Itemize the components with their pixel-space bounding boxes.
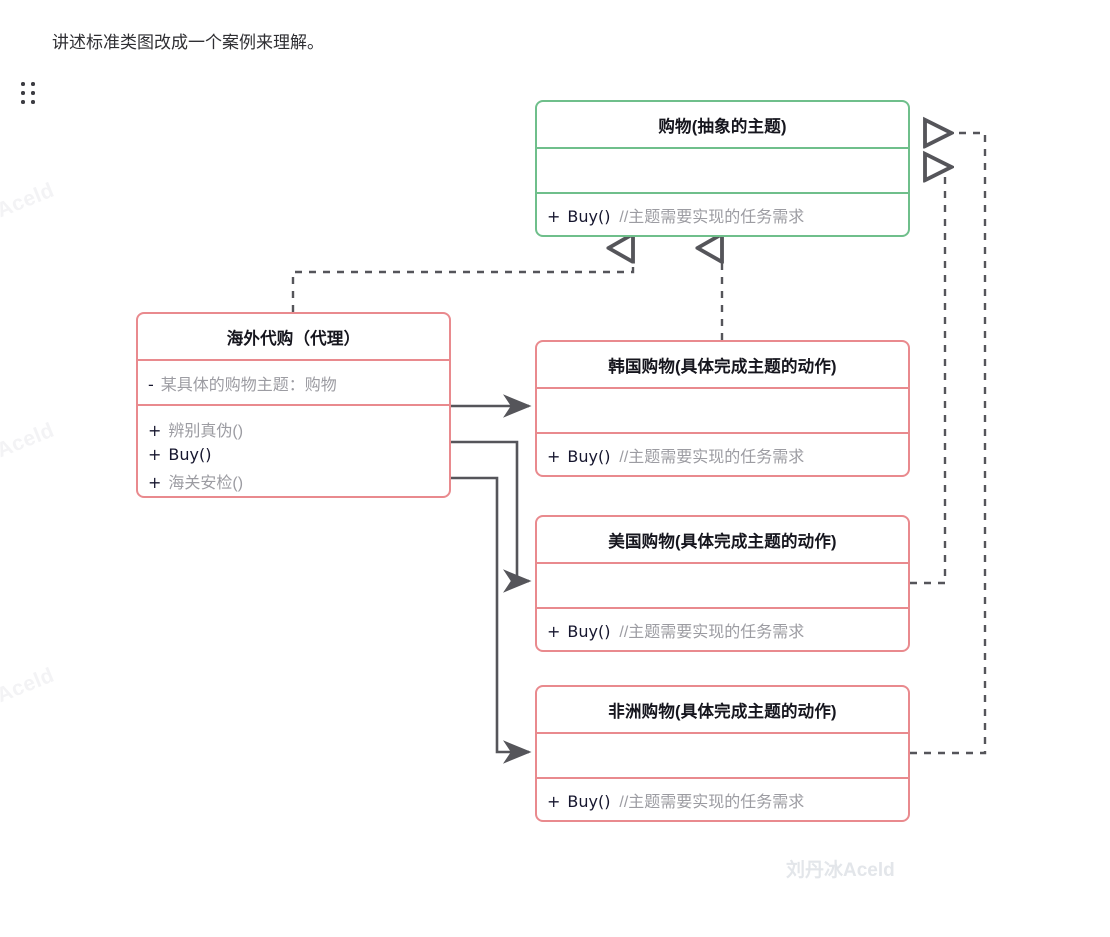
- drag-dot: [31, 100, 35, 104]
- visibility-marker: +: [547, 791, 561, 811]
- class-title: 购物(抽象的主题): [658, 117, 787, 136]
- visibility-marker: -: [148, 374, 154, 394]
- method-comment: //主题需要实现的任务需求: [619, 793, 805, 811]
- method-signature: Buy(): [168, 445, 212, 464]
- drag-dot: [21, 100, 25, 104]
- class-method: + Buy() //主题需要实现的任务需求: [547, 788, 804, 812]
- attribute-signature: 某具体的购物主题：购物: [160, 376, 337, 394]
- class-attribute: -某具体的购物主题：购物: [148, 371, 337, 395]
- uml-class-africa-shopping[interactable]: 非洲购物(具体完成主题的动作) + Buy() //主题需要实现的任务需求: [535, 685, 910, 822]
- edge-proxy-realizes-abstract: [291, 248, 633, 312]
- class-methods-compartment: + Buy() //主题需要实现的任务需求: [537, 607, 908, 650]
- edge-proxy-uses-usa: [451, 440, 532, 593]
- drag-dot: [21, 82, 25, 86]
- class-method: + 辨别真伪(): [148, 417, 243, 441]
- class-method: + 海关安检(): [148, 469, 243, 493]
- edge-usa-realizes-abstract: [910, 167, 945, 585]
- visibility-marker: +: [148, 473, 162, 492]
- method-signature: Buy(): [567, 446, 611, 466]
- method-comment: //主题需要实现的任务需求: [619, 623, 805, 641]
- class-methods-compartment: + Buy() //主题需要实现的任务需求: [537, 192, 908, 235]
- uml-class-abstract-shopping[interactable]: 购物(抽象的主题) + Buy() //主题需要实现的任务需求: [535, 100, 910, 237]
- class-title: 美国购物(具体完成主题的动作): [608, 532, 837, 551]
- uml-class-overseas-proxy[interactable]: 海外代购（代理） -某具体的购物主题：购物 + 辨别真伪() + Buy() + 海关…: [136, 312, 451, 498]
- drag-dots-icon[interactable]: [21, 82, 37, 104]
- method-signature: Buy(): [567, 621, 611, 641]
- class-method: + Buy(): [148, 445, 243, 465]
- edge-proxy-uses-africa: [451, 476, 532, 764]
- method-signature: Buy(): [567, 206, 611, 226]
- class-attributes-compartment: [537, 562, 908, 607]
- visibility-marker: +: [148, 421, 162, 440]
- visibility-marker: +: [547, 621, 561, 641]
- class-method: + Buy() //主题需要实现的任务需求: [547, 618, 804, 642]
- method-signature: 辨别真伪(): [168, 423, 244, 440]
- class-attributes-compartment: -某具体的购物主题：购物: [138, 359, 449, 404]
- method-signature: Buy(): [567, 791, 611, 811]
- class-methods-compartment: + Buy() //主题需要实现的任务需求: [537, 432, 908, 475]
- class-title: 海外代购（代理）: [226, 329, 361, 348]
- class-method: + Buy() //主题需要实现的任务需求: [547, 443, 804, 467]
- visibility-marker: +: [148, 445, 162, 464]
- method-list: + 辨别真伪() + Buy() + 海关安检(): [148, 412, 243, 496]
- class-methods-compartment: + 辨别真伪() + Buy() + 海关安检(): [138, 404, 449, 496]
- watermark-author: 刘丹冰Aceld: [786, 860, 895, 881]
- class-method: + Buy() //主题需要实现的任务需求: [547, 203, 804, 227]
- class-title: 非洲购物(具体完成主题的动作): [608, 702, 837, 721]
- drag-dot: [31, 82, 35, 86]
- drag-dot: [31, 91, 35, 95]
- visibility-marker: +: [547, 446, 561, 466]
- method-signature: 海关安检(): [168, 475, 244, 492]
- class-title: 韩国购物(具体完成主题的动作): [608, 357, 837, 376]
- visibility-marker: +: [547, 206, 561, 226]
- drag-dot: [21, 91, 25, 95]
- method-comment: //主题需要实现的任务需求: [619, 448, 805, 466]
- uml-class-korea-shopping[interactable]: 韩国购物(具体完成主题的动作) + Buy() //主题需要实现的任务需求: [535, 340, 910, 477]
- class-attributes-compartment: [537, 732, 908, 777]
- intro-paragraph: 讲述标准类图改成一个案例来理解。: [52, 33, 324, 52]
- class-attributes-compartment: [537, 147, 908, 192]
- class-attributes-compartment: [537, 387, 908, 432]
- edge-africa-realizes-abstract: [910, 133, 987, 755]
- uml-class-usa-shopping[interactable]: 美国购物(具体完成主题的动作) + Buy() //主题需要实现的任务需求: [535, 515, 910, 652]
- method-comment: //主题需要实现的任务需求: [619, 208, 805, 226]
- class-methods-compartment: + Buy() //主题需要实现的任务需求: [537, 777, 908, 820]
